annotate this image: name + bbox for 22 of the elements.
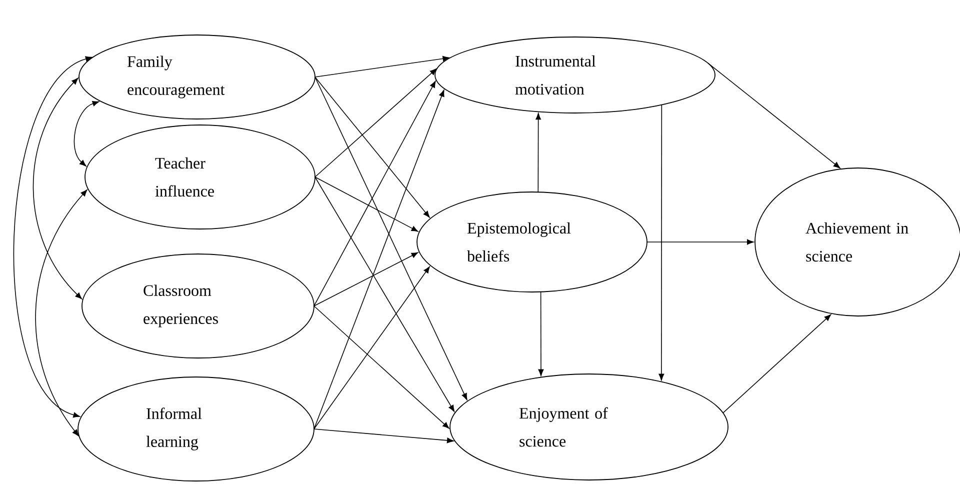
arrow bbox=[314, 306, 450, 429]
arrow bbox=[74, 100, 100, 166]
arrow bbox=[32, 78, 82, 300]
arrow bbox=[314, 56, 450, 78]
arrow bbox=[314, 176, 418, 232]
arrow bbox=[314, 90, 444, 430]
arrow bbox=[658, 104, 664, 380]
arrow bbox=[314, 266, 430, 430]
arrow bbox=[314, 252, 418, 306]
arrow bbox=[314, 76, 468, 400]
arrow bbox=[35, 190, 88, 436]
arrow bbox=[14, 56, 92, 418]
arrow bbox=[314, 176, 455, 412]
arrow bbox=[538, 291, 544, 376]
arrow bbox=[536, 112, 542, 192]
arrow bbox=[314, 428, 454, 444]
arrow bbox=[314, 76, 430, 218]
arrow bbox=[314, 68, 437, 178]
arrow bbox=[708, 62, 840, 168]
arrow bbox=[722, 314, 832, 414]
arrow bbox=[646, 239, 754, 245]
arrow bbox=[314, 80, 436, 306]
